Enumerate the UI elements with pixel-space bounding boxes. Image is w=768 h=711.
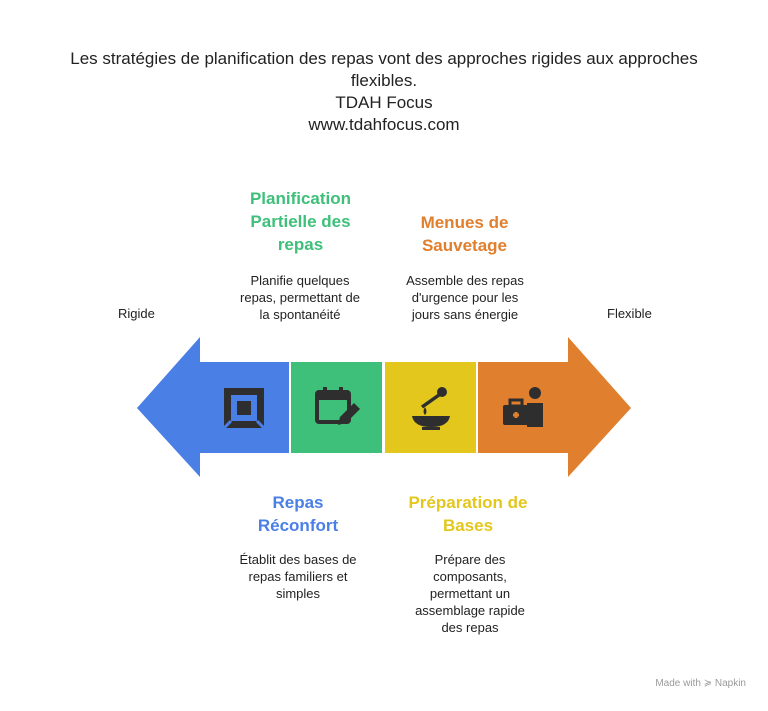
heading-repas-reconfort: Repas Réconfort [257, 493, 339, 535]
heading-planification-partielle: Planification Partielle des repas [249, 189, 352, 254]
spectrum-arrow [137, 337, 631, 477]
square-frame-icon [222, 387, 265, 429]
heading-menues-sauvetage: Menues de Sauvetage [420, 213, 509, 255]
desc-menues-sauvetage: Assemble des repas d'urgence pour les jo… [406, 273, 524, 322]
honey-bowl-icon [411, 386, 450, 430]
title-line-2: flexibles. [350, 71, 418, 90]
rigid-label: Rigide [118, 306, 155, 321]
title-line-4: www.tdahfocus.com [308, 115, 460, 134]
title-line-1: Les stratégies de planification des repa… [70, 49, 698, 68]
segment-repas-reconfort [198, 362, 289, 453]
heading-preparation-bases: Préparation de Bases [408, 493, 528, 535]
segment-preparation-bases [385, 362, 476, 453]
desc-planification-partielle: Planifie quelques repas, permettant de l… [240, 273, 360, 322]
diagram-title: Les stratégies de planification des repa… [0, 48, 768, 136]
desc-preparation-bases: Prépare des composants, permettant un as… [415, 552, 525, 635]
flexible-label: Flexible [607, 306, 652, 321]
napkin-logo-icon: ≽ [703, 678, 713, 689]
left-arrow-head [137, 337, 200, 477]
first-aid-kit-person-icon [502, 386, 543, 427]
calendar-edit-icon [314, 386, 360, 425]
title-line-3: TDAH Focus [335, 93, 433, 112]
segment-planification-partielle [291, 362, 382, 453]
segment-menues-sauvetage [478, 362, 569, 453]
desc-repas-reconfort: Établit des bases de repas familiers et … [239, 552, 357, 601]
right-arrow-head [568, 337, 631, 477]
made-with-napkin: Made with ≽ Napkin [655, 678, 746, 689]
